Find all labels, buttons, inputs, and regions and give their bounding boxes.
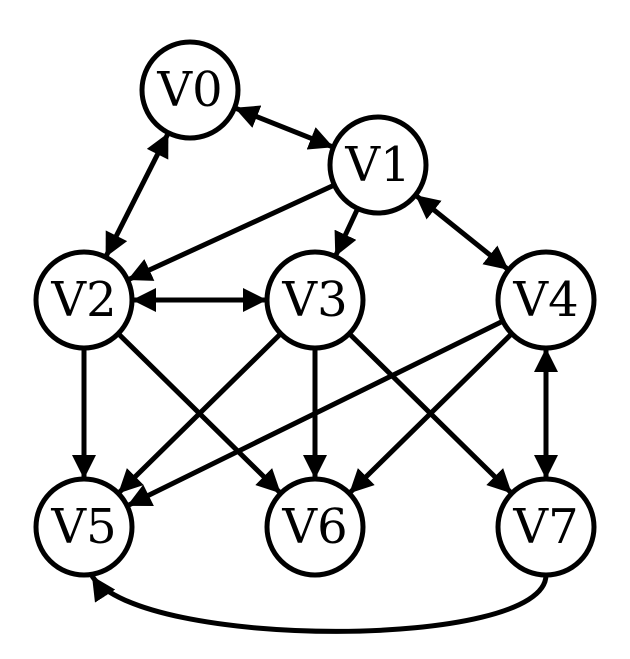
- node-v7-label: V7: [512, 499, 578, 555]
- edge-v3-v5: [116, 331, 283, 496]
- node-v1-circle: [327, 114, 429, 216]
- node-v5-label: V5: [50, 499, 116, 555]
- edge-v0-v2: [103, 131, 171, 259]
- node-v6-label: V6: [281, 499, 347, 555]
- node-v2-circle: [33, 249, 135, 351]
- edge-v7-v5: [89, 574, 549, 634]
- node-v3-label: V3: [281, 272, 347, 328]
- node-v3: V3: [264, 249, 366, 351]
- node-v4: V4: [495, 249, 597, 351]
- node-v3-circle: [264, 249, 366, 351]
- node-v1-label: V1: [344, 137, 410, 193]
- edge-v4-v5: [125, 318, 505, 509]
- nodes: V0 V1 V2 V3 V4 V5 V6 V7: [33, 39, 597, 578]
- edge-v4-v6: [347, 331, 514, 496]
- node-v1: V1: [327, 114, 429, 216]
- edge-v0-v1: [233, 105, 335, 150]
- node-v7-circle: [495, 476, 597, 578]
- node-v6: V6: [264, 476, 366, 578]
- node-v5: V5: [33, 476, 135, 578]
- edge-v1-v2: [126, 182, 336, 283]
- node-v2: V2: [33, 249, 135, 351]
- node-v5-circle: [33, 476, 135, 578]
- edge-v1-v4: [413, 193, 511, 272]
- edges: [72, 105, 558, 634]
- edge-v1-v3: [333, 207, 360, 258]
- node-v6-circle: [264, 476, 366, 578]
- node-v4-label: V4: [512, 272, 578, 328]
- node-v2-label: V2: [50, 272, 116, 328]
- node-v7: V7: [495, 476, 597, 578]
- node-v0-label: V0: [156, 62, 222, 118]
- node-v4-circle: [495, 249, 597, 351]
- node-v0-circle: [139, 39, 241, 141]
- node-v0: V0: [139, 39, 241, 141]
